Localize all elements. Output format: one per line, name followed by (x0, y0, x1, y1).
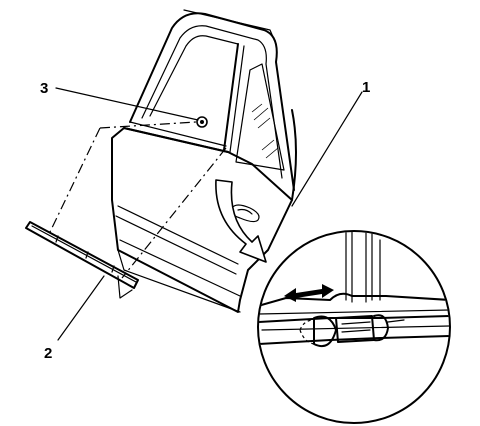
callout-2: 2 (44, 345, 52, 362)
leader-lines (55, 87, 363, 341)
detail-view-circle (257, 230, 451, 424)
slide-direction-arrow (284, 284, 334, 302)
callout-1: 1 (362, 79, 370, 96)
callout-3: 3 (40, 80, 48, 97)
detail-arrow (215, 179, 267, 263)
fastener-item-3 (196, 116, 208, 128)
alignment-lines (49, 121, 227, 279)
window-frame (129, 9, 295, 191)
rear-door-panel (111, 109, 297, 313)
molding-strip-item-2 (25, 221, 139, 299)
